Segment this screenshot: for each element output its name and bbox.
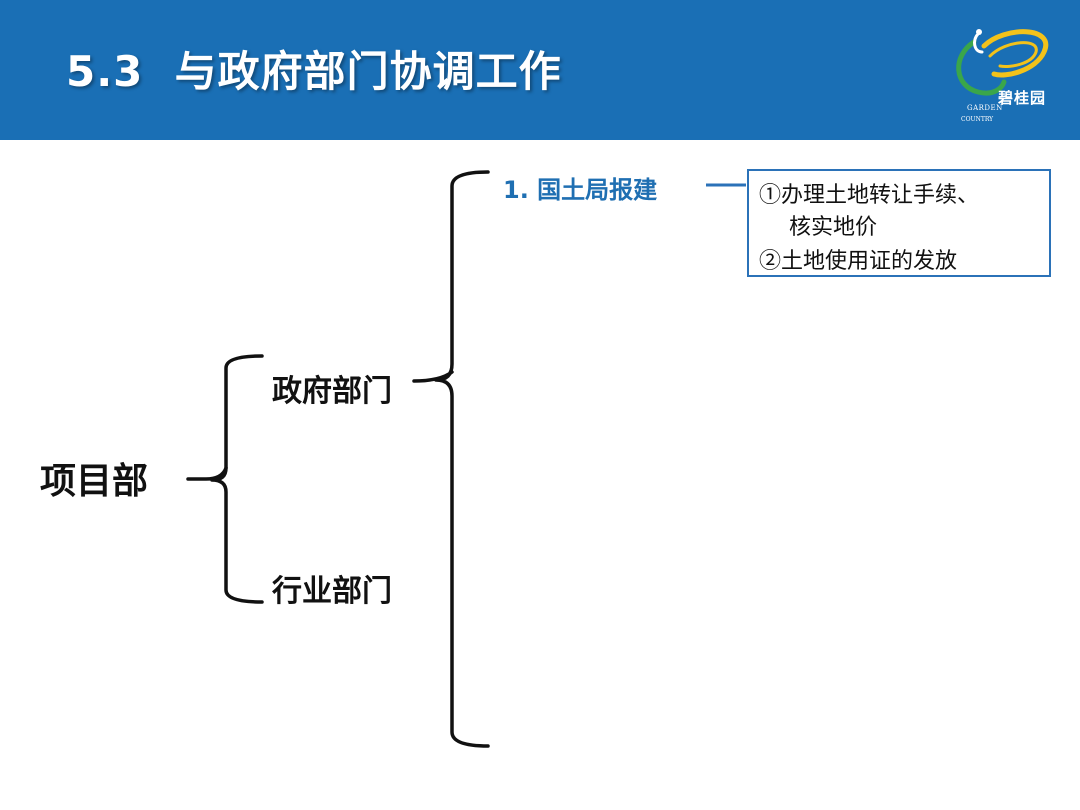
company-logo: GARDEN COUNTRY 碧桂园 xyxy=(944,26,1060,123)
dept-ind: 行业部门 xyxy=(272,574,392,609)
logo-swirl-icon xyxy=(956,29,1049,96)
header-bar: 5.3 与政府部门协调工作 GARDEN COUNTRY 碧桂园 xyxy=(0,0,1080,140)
logo-sub-text: COUNTRY xyxy=(961,116,994,123)
detail-line-3: ②土地使用证的发放 xyxy=(759,249,958,274)
logo-name-text: 碧桂园 xyxy=(998,89,1047,107)
page-title: 5.3 与政府部门协调工作 xyxy=(66,47,562,96)
detail-line-1: ①办理土地转让手续、 xyxy=(759,183,980,208)
detail-line-2: 核实地价 xyxy=(789,215,878,240)
detail-box: ①办理土地转让手续、 核实地价 ②土地使用证的发放 xyxy=(747,169,1051,277)
logo-small-text: GARDEN xyxy=(967,104,1003,112)
gov-item-land-bureau: 1. 国土局报建 xyxy=(503,176,658,204)
root-node: 项目部 xyxy=(40,461,149,502)
dept-gov: 政府部门 xyxy=(272,374,392,409)
root-brace xyxy=(210,354,264,604)
gov-brace xyxy=(434,170,490,748)
